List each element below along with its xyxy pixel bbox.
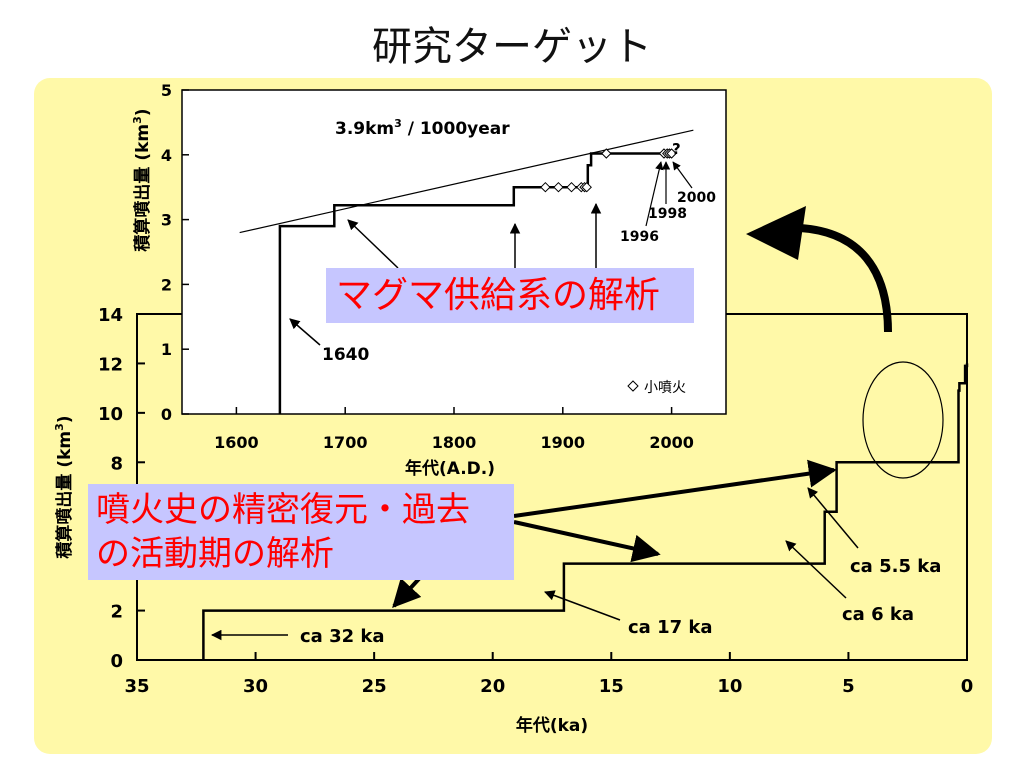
small-eruption-point-1 (553, 181, 564, 193)
main-x-label: 年代(ka) (516, 715, 588, 736)
small-eruption-point-6 (601, 148, 612, 159)
annotation-1996: 1996 (620, 229, 659, 245)
main-y-label: 積算噴出量 (km3) (53, 415, 75, 558)
main-y-tick-label-7: 14 (98, 305, 123, 326)
eruption-history-label: 噴火史の精密復元・過去 の活動期の解析 (88, 484, 514, 580)
arrow-1996 (645, 161, 664, 227)
main-x-tick-label-3: 20 (480, 676, 505, 697)
inset-trend-label: 3.9km3 / 1000year (335, 117, 510, 139)
inset-y-axis: 0 1 2 3 4 5 (161, 81, 189, 424)
inset-trend-line (239, 129, 694, 234)
main-x-tick-label-1: 30 (243, 676, 268, 697)
inset-small-eruptions (540, 148, 677, 193)
inset-x-label: 年代(A.D.) (405, 458, 495, 479)
inset-y-tick-label-2: 2 (161, 275, 172, 294)
small-eruption-point-5 (581, 181, 592, 193)
inset-y-tick-label-3: 3 (161, 211, 172, 230)
main-y-tick-label-0: 0 (110, 651, 123, 672)
arrow-ca-17-ka (544, 590, 621, 621)
arrow-step-1690 (347, 219, 399, 269)
main-x-tick-label-7: 0 (961, 676, 974, 697)
history-arrow-to-17ka (513, 520, 661, 563)
eruption-history-line-1: 噴火史の精密復元・過去 (96, 490, 470, 530)
inset-x-axis: 1600 1700 1800 1900 2000 (214, 407, 694, 452)
inset-y-tick-label-4: 4 (161, 146, 172, 165)
main-x-tick-label-6: 5 (842, 676, 855, 697)
small-eruption-point-0 (540, 181, 551, 193)
zoom-arrow-head (746, 206, 806, 260)
main-x-tick-label-5: 10 (717, 676, 742, 697)
inset-y-tick-label-5: 5 (161, 81, 172, 100)
main-y-tick-label-5: 10 (98, 404, 123, 425)
inset-chart: 0 1 2 3 4 5 1600 1700 1800 1900 2000 年代(A.D.) 積算噴… (131, 81, 727, 479)
slide-title: 研究ターゲット (372, 24, 652, 70)
history-arrow-to-5-5ka (513, 459, 837, 518)
inset-x-tick-label-4: 2000 (649, 433, 694, 452)
main-y-tick-label-4: 8 (110, 453, 123, 474)
small-eruption-point-10 (666, 148, 677, 159)
inset-series-line (278, 152, 672, 414)
main-x-tick-label-0: 35 (124, 676, 149, 697)
main-x-axis: 35 30 25 20 15 10 5 0 (124, 652, 973, 697)
magma-system-label: マグマ供給系の解析 (326, 268, 694, 323)
annotation-1640: 1640 (322, 345, 369, 365)
legend-diamond-marker (627, 380, 639, 392)
annotation-ca-5-5-ka: ca 5.5 ka (850, 556, 941, 577)
inset-y-tick-label-0: 0 (161, 405, 172, 424)
main-series-line (202, 363, 969, 660)
arrow-2000 (672, 161, 693, 189)
recent-detail-ellipse (862, 361, 944, 479)
zoom-curved-arrow (799, 224, 892, 333)
legend-small-eruption-label: 小噴火 (644, 380, 686, 396)
annotation-question: ? (672, 140, 681, 158)
annotation-ca-32-ka: ca 32 ka (300, 626, 385, 647)
main-y-tick-label-1: 2 (110, 602, 123, 623)
main-y-tick-label-6: 12 (98, 354, 123, 375)
small-eruption-point-2 (566, 181, 577, 193)
arrow-ca-6-ka (785, 540, 847, 599)
inset-x-tick-label-1: 1700 (323, 433, 368, 452)
inset-x-tick-label-0: 1600 (214, 433, 259, 452)
inset-plot-frame (181, 89, 727, 415)
inset-y-label: 積算噴出量 (km3) (131, 108, 153, 251)
eruption-history-line-2: の活動期の解析 (96, 534, 334, 574)
annotation-ca-17-ka: ca 17 ka (628, 617, 713, 638)
inset-y-tick-label-1: 1 (161, 340, 172, 359)
main-x-tick-label-4: 15 (599, 676, 624, 697)
annotation-ca-6-ka: ca 6 ka (842, 604, 914, 625)
inset-x-tick-label-2: 1800 (432, 433, 477, 452)
inset-x-tick-label-3: 1900 (541, 433, 586, 452)
main-x-tick-label-2: 25 (362, 676, 387, 697)
annotation-1998: 1998 (648, 206, 687, 222)
annotation-2000: 2000 (677, 190, 716, 206)
arrow-1640 (289, 318, 321, 346)
arrow-ca-5-5-ka (807, 487, 859, 549)
